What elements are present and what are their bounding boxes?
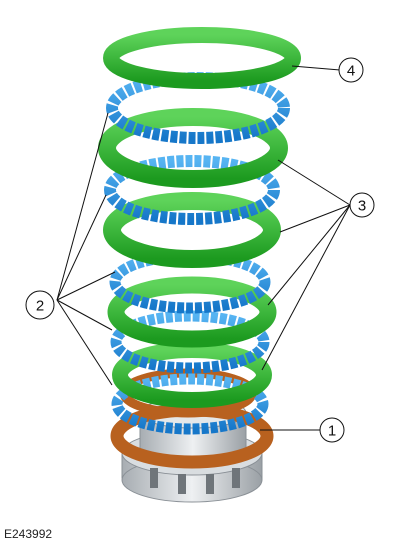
- plate-stack: [98, 27, 301, 435]
- steel-plate: [103, 27, 301, 89]
- leader-3: [277, 159, 351, 206]
- steel-plate: [103, 192, 281, 268]
- svg-text:1: 1: [328, 423, 336, 440]
- svg-text:2: 2: [36, 298, 44, 315]
- friction-plate: [109, 250, 271, 314]
- svg-text:3: 3: [358, 198, 366, 215]
- callout-1: 1: [319, 417, 345, 443]
- friction-plate: [104, 155, 280, 225]
- steel-plate: [107, 276, 277, 348]
- friction-plate: [110, 310, 270, 374]
- steel-plate: [112, 342, 272, 408]
- steel-plate: [98, 108, 288, 188]
- callout-3: 3: [349, 192, 375, 218]
- friction-plate: [111, 373, 269, 435]
- leader-3: [279, 204, 351, 233]
- figure-id: E243992: [4, 527, 53, 541]
- leader-2: [56, 271, 116, 301]
- leader-2: [56, 299, 113, 386]
- leader-lines: [56, 65, 351, 431]
- callout-4: 4: [338, 57, 364, 83]
- leader-2: [56, 112, 109, 301]
- callout-2: 2: [25, 290, 55, 320]
- leader-4: [291, 65, 341, 71]
- leader-2: [56, 299, 113, 331]
- svg-text:4: 4: [347, 63, 355, 80]
- leader-2: [56, 194, 107, 301]
- leader-3: [261, 204, 351, 371]
- leader-3: [267, 204, 351, 306]
